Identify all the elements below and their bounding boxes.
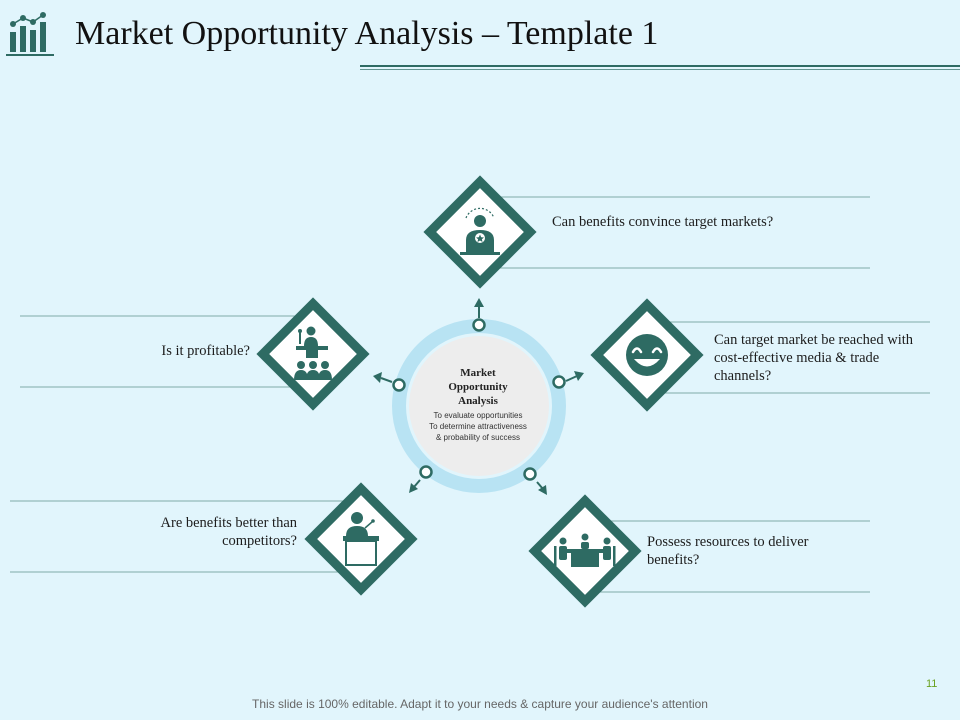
- ring-nodes: [392, 318, 566, 481]
- label-is-it-profitable: Is it profitable?: [161, 343, 250, 359]
- arrow-bottom-right-head: [538, 485, 547, 495]
- speaker-podium-icon: [343, 512, 379, 566]
- label-cost-effective-channels: Can target market be reached with cost-e…: [714, 332, 914, 384]
- page-title: Market Opportunity Analysis – Template 1: [75, 15, 659, 52]
- smiley-face-icon: [626, 334, 668, 376]
- arrow-bottom-left: [413, 479, 421, 488]
- ring-node-bottom-left: [419, 465, 433, 479]
- ring-node-top: [472, 318, 486, 332]
- center-line: To evaluate opportunities: [433, 411, 523, 420]
- title-underline: [360, 65, 960, 67]
- person-idea-icon: [460, 207, 500, 255]
- presentation-audience-icon: [294, 326, 332, 380]
- center-description: To evaluate opportunities To determine a…: [408, 410, 548, 443]
- label-better-than-competitors: Are benefits better than competitors?: [160, 515, 297, 549]
- title-underline-thin: [360, 69, 960, 70]
- page-number: 11: [926, 678, 938, 690]
- footer-text: This slide is 100% editable. Adapt it to…: [252, 697, 708, 711]
- center-line: & probability of success: [435, 433, 521, 442]
- center-line: To determine attractiveness: [429, 422, 527, 431]
- arrow-left-head: [373, 372, 382, 383]
- arrow-right: [565, 375, 578, 382]
- center-title: Market Opportunity Analysis: [448, 367, 508, 407]
- meeting-table-icon: [554, 533, 616, 567]
- ring-node-right: [552, 375, 566, 389]
- ring-node-bottom-right: [523, 467, 537, 481]
- center-hub: Market Opportunity Analysis To evaluate …: [408, 366, 548, 443]
- center-disc: [409, 336, 549, 476]
- arrow-right-head: [574, 371, 584, 381]
- arrows: [373, 298, 584, 495]
- bar-chart-icon: [6, 12, 54, 56]
- connector-lines: [10, 196, 930, 593]
- ring-node-left: [392, 378, 406, 392]
- label-possess-resources: Possess resources to deliver benefits?: [647, 534, 809, 568]
- arrow-top-head: [474, 298, 484, 307]
- label-convince-target-markets: Can benefits convince target markets?: [552, 214, 774, 230]
- arrow-left: [380, 377, 393, 383]
- arrow-bottom-left-head: [409, 483, 418, 493]
